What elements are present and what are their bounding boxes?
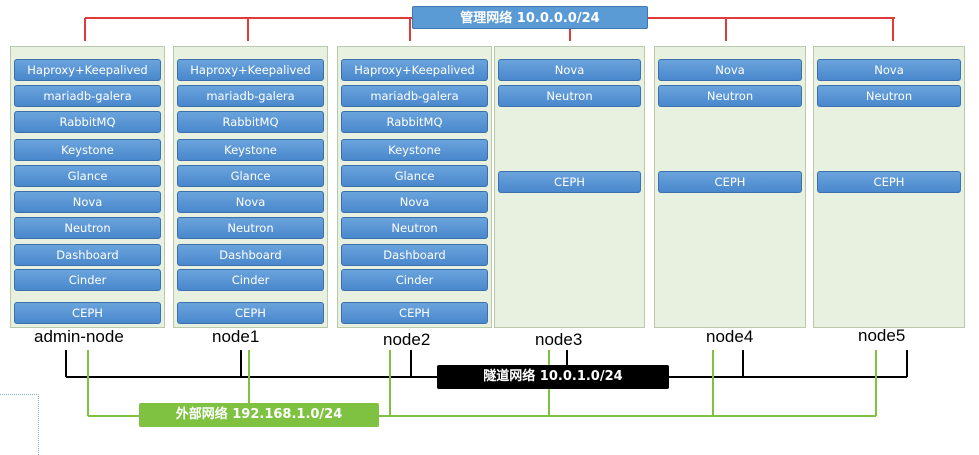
service-box: RabbitMQ: [14, 111, 161, 133]
service-box: Keystone: [177, 139, 324, 161]
node-name-label: node1: [212, 327, 260, 346]
service-box: Glance: [177, 165, 324, 187]
node-name-label: node2: [383, 330, 431, 349]
service-box: CEPH: [658, 171, 802, 193]
service-box: Neutron: [14, 217, 161, 239]
service-box: Nova: [14, 191, 161, 213]
service-box: RabbitMQ: [177, 111, 324, 133]
service-box: mariadb-galera: [341, 85, 488, 107]
service-box: Nova: [658, 59, 802, 81]
service-box: Neutron: [177, 217, 324, 239]
service-box: CEPH: [14, 302, 161, 324]
dotted-frame-fragment: [0, 394, 39, 455]
node-name-label: node4: [706, 327, 754, 346]
service-box: Glance: [14, 165, 161, 187]
service-box: Neutron: [498, 85, 641, 107]
node-name-label: node3: [535, 330, 583, 349]
service-box: Neutron: [658, 85, 802, 107]
service-box: Nova: [177, 191, 324, 213]
service-box: RabbitMQ: [341, 111, 488, 133]
service-box: Keystone: [14, 139, 161, 161]
service-box: Dashboard: [177, 244, 324, 266]
service-box: mariadb-galera: [14, 85, 161, 107]
service-box: CEPH: [177, 302, 324, 324]
service-box: Neutron: [817, 85, 961, 107]
service-box: Haproxy+Keepalived: [177, 59, 324, 81]
tunnel-network-label: 隧道网络 10.0.1.0/24: [437, 365, 669, 389]
service-box: Dashboard: [341, 244, 488, 266]
external-network-label: 外部网络 192.168.1.0/24: [139, 403, 379, 427]
service-box: Cinder: [14, 269, 161, 291]
management-network-label: 管理网络 10.0.0.0/24: [412, 6, 648, 29]
service-box: Dashboard: [14, 244, 161, 266]
service-box: Keystone: [341, 139, 488, 161]
service-box: CEPH: [498, 171, 641, 193]
node-name-label: admin-node: [34, 327, 124, 346]
service-box: Nova: [498, 59, 641, 81]
service-box: Glance: [341, 165, 488, 187]
service-box: CEPH: [341, 302, 488, 324]
service-box: Neutron: [341, 217, 488, 239]
service-box: Cinder: [177, 269, 324, 291]
service-box: Haproxy+Keepalived: [14, 59, 161, 81]
service-box: CEPH: [817, 171, 961, 193]
service-box: Nova: [341, 191, 488, 213]
node-name-label: node5: [858, 326, 906, 345]
service-box: Cinder: [341, 269, 488, 291]
service-box: mariadb-galera: [177, 85, 324, 107]
service-box: Haproxy+Keepalived: [341, 59, 488, 81]
service-box: Nova: [817, 59, 961, 81]
